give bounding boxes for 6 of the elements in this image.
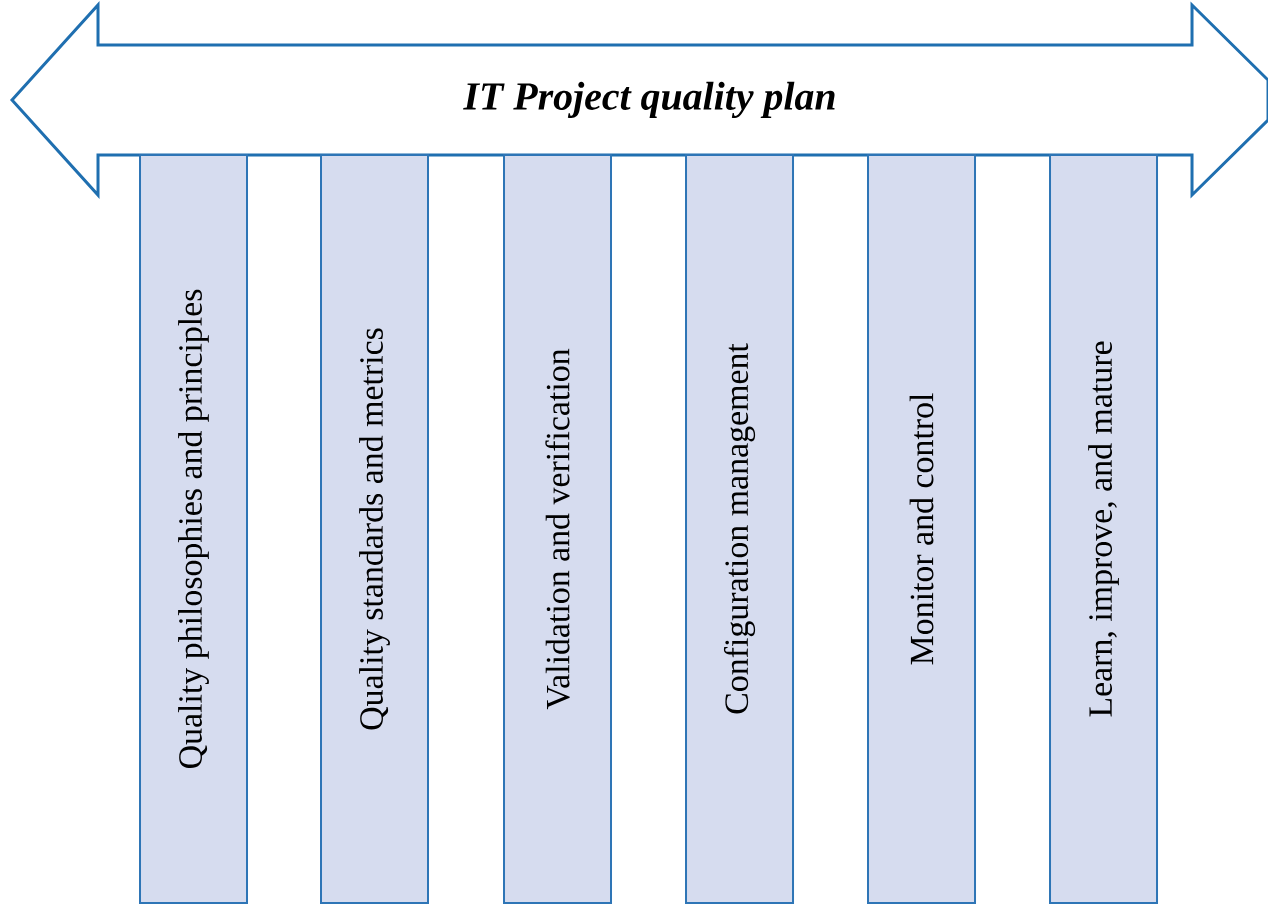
pillar-box: Monitor and control	[867, 154, 976, 904]
pillar-box: Quality philosophies and principles	[139, 154, 248, 904]
pillar-box: Quality standards and metrics	[320, 154, 429, 904]
pillar-box: Learn, improve, and mature	[1049, 154, 1158, 904]
pillar-box: Configuration management	[685, 154, 794, 904]
pillar-box: Validation and verification	[503, 154, 612, 904]
